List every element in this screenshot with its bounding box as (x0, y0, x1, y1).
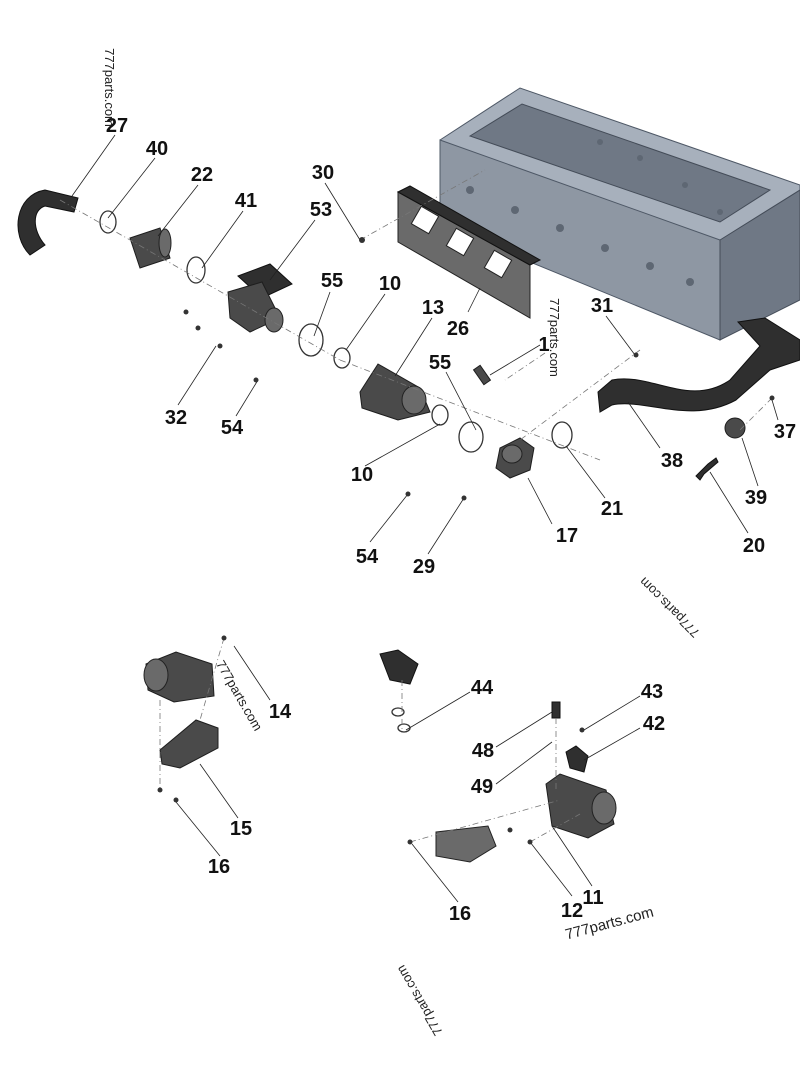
clamp-39 (724, 417, 746, 439)
callout-27: 27 (105, 115, 129, 137)
callout-14: 14 (268, 701, 292, 723)
bolts (157, 237, 775, 845)
callout-41: 41 (234, 190, 258, 212)
callout-10b: 10 (350, 464, 374, 486)
pipe-38 (597, 317, 800, 413)
adapter-22 (129, 227, 172, 269)
callout-15: 15 (229, 818, 253, 840)
callout-42: 42 (642, 713, 666, 735)
o-ring-10a (333, 347, 351, 369)
callout-11: 11 (582, 887, 604, 909)
clamp-41 (186, 256, 206, 284)
callout-10a: 10 (378, 273, 402, 295)
callout-26: 26 (446, 318, 470, 340)
leader-lines (71, 134, 779, 903)
callout-16a: 16 (207, 856, 231, 878)
callout-39: 39 (744, 487, 768, 509)
bracket-20 (695, 457, 719, 481)
bracket-12 (435, 825, 497, 863)
callout-22: 22 (190, 164, 214, 186)
manifold-plate (396, 185, 542, 319)
callout-1: 1 (538, 334, 550, 356)
callout-21: 21 (600, 498, 624, 520)
callout-37: 37 (773, 421, 797, 443)
gasket-21 (551, 421, 573, 449)
callout-20: 20 (742, 535, 766, 557)
assembly-14 (143, 651, 215, 703)
solenoid-42 (565, 745, 589, 773)
callout-13: 13 (421, 297, 445, 319)
clamp-55b (458, 421, 484, 453)
bracket-15 (159, 719, 219, 769)
cylinder-head (439, 87, 800, 341)
sensor-1 (472, 364, 492, 386)
center-lines (59, 169, 773, 843)
callout-12: 12 (560, 900, 584, 922)
housing-13 (359, 363, 431, 421)
callout-32: 32 (164, 407, 188, 429)
callout-55b: 55 (428, 352, 452, 374)
callout-53: 53 (309, 199, 333, 221)
callout-38: 38 (660, 450, 684, 472)
callout-40: 40 (145, 138, 169, 160)
watermark-2: 777parts.com (546, 298, 562, 377)
clamp-55a (298, 323, 324, 357)
valve-11 (545, 773, 617, 839)
sensor-48 (551, 701, 561, 719)
callout-44: 44 (470, 677, 494, 699)
o-ring-10b (431, 404, 449, 426)
watermark-1: 777parts.com (101, 48, 117, 127)
callout-54b: 54 (355, 546, 379, 568)
callout-49: 49 (470, 776, 494, 798)
sensor-44 (379, 649, 419, 733)
valve-53 (227, 263, 293, 333)
callout-29: 29 (412, 556, 436, 578)
elbow-17 (495, 437, 535, 479)
clamp-40 (99, 210, 117, 234)
callout-43: 43 (640, 681, 664, 703)
hose-upper-left (17, 189, 79, 256)
callout-55a: 55 (320, 270, 344, 292)
callout-31: 31 (590, 295, 614, 317)
callout-30: 30 (311, 162, 335, 184)
callout-17: 17 (555, 525, 579, 547)
callout-54a: 54 (220, 417, 244, 439)
callout-16b: 16 (448, 903, 472, 925)
callout-48: 48 (471, 740, 495, 762)
